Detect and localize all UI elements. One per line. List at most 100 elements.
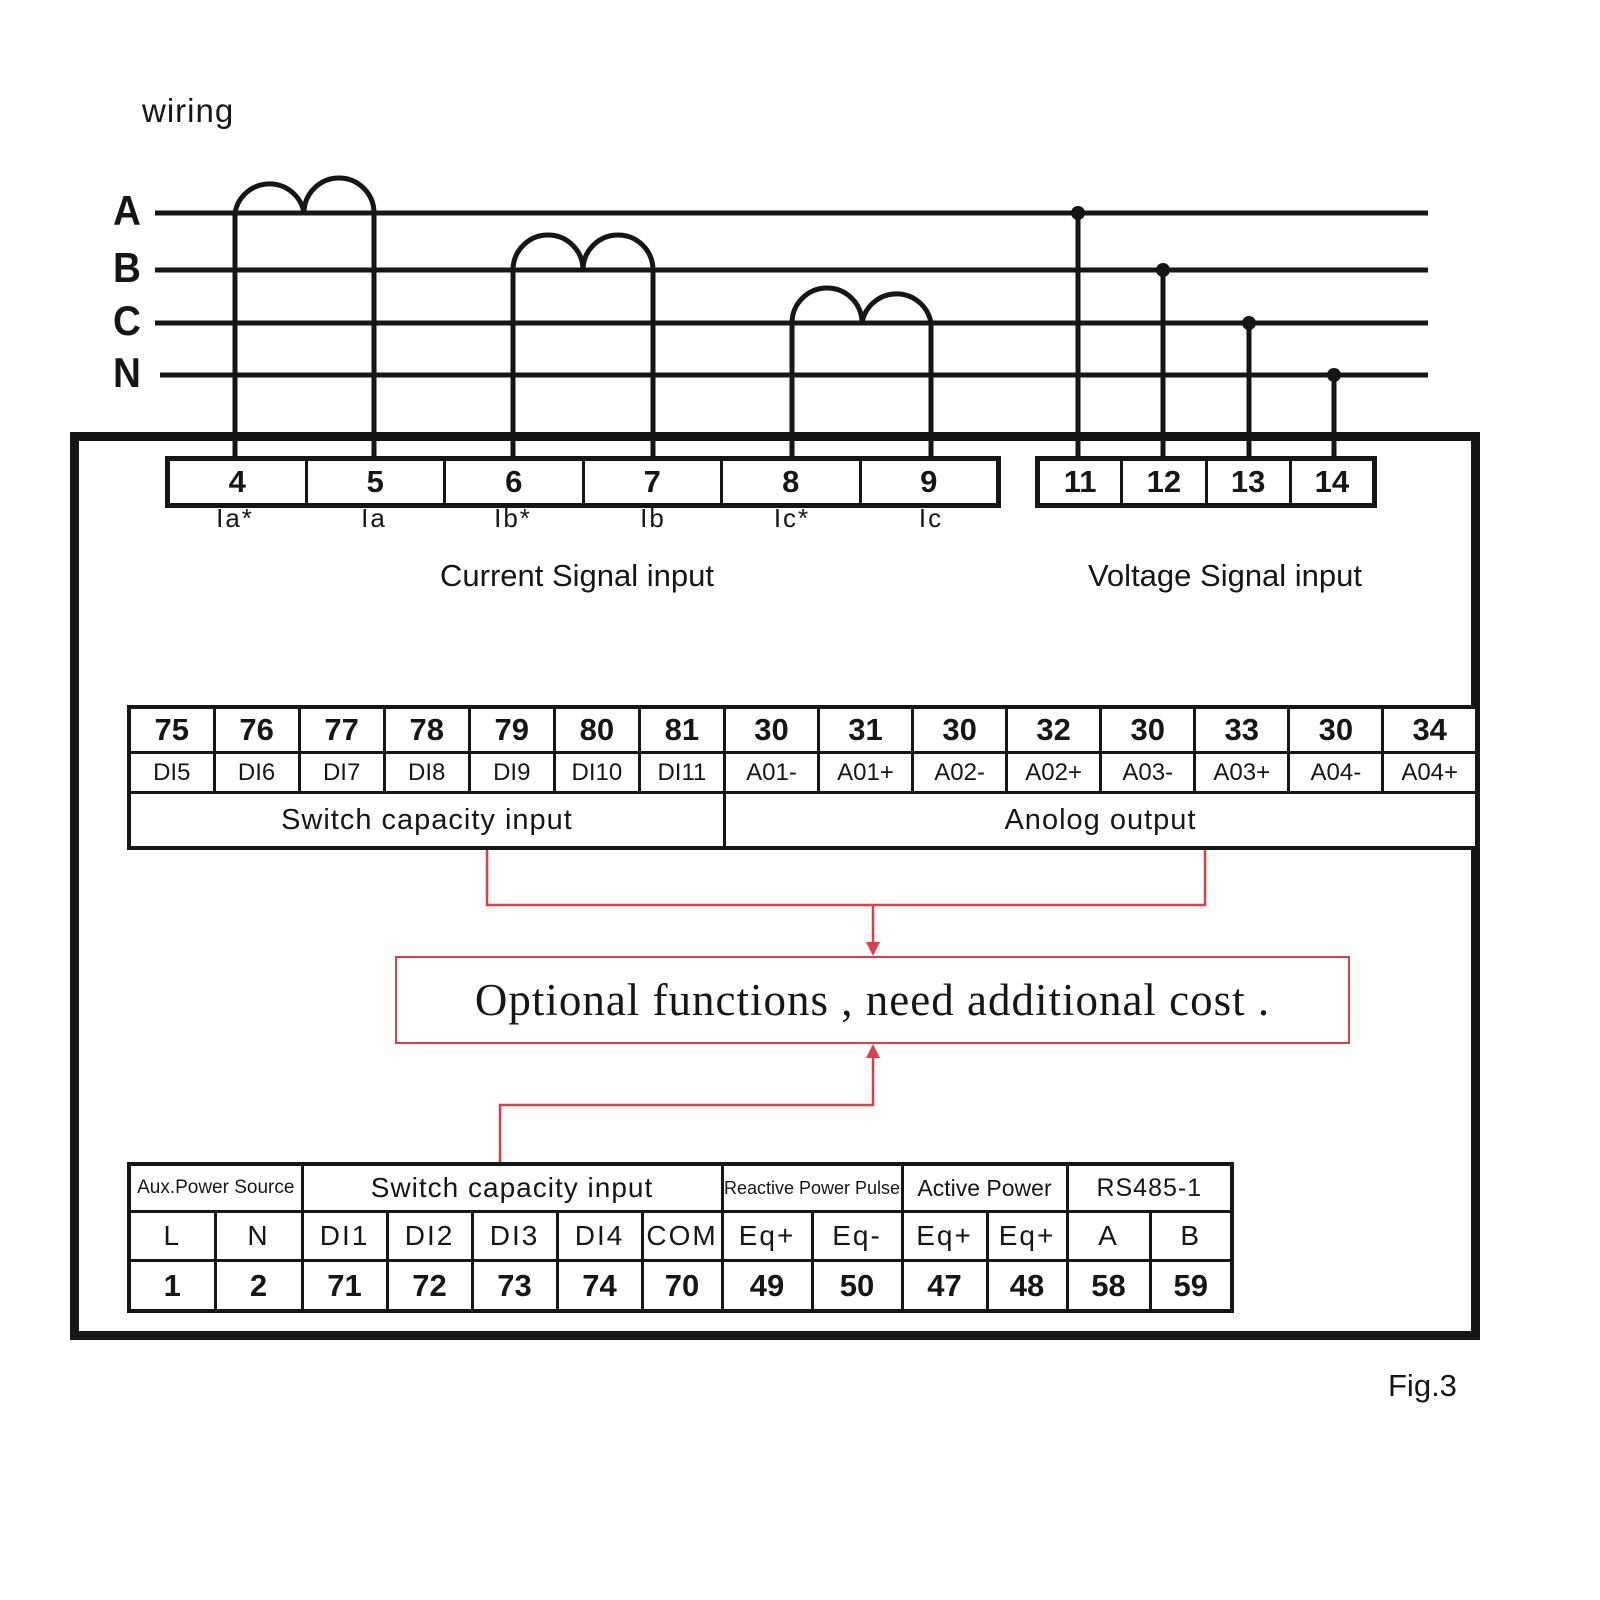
signal-cell: COM [640,1210,724,1262]
group-label-switch-input: Switch capacity input [127,791,726,850]
signal-cell: DI11 [637,751,726,794]
terminal-cell: 31 [816,705,915,754]
terminal-cell: 14 [1288,457,1377,507]
terminal-cell: 30 [911,705,1009,754]
terminal-cell: 73 [470,1259,559,1313]
phase-label-a: A [113,187,141,234]
signal-label-ia-star: Ia* [216,503,254,533]
terminal-cell: 12 [1120,457,1208,507]
signal-cell: DI8 [382,751,471,794]
signal-label-ia: Ia [361,503,387,533]
figure-label: Fig.3 [1388,1368,1457,1403]
terminal-cell: 75 [127,705,216,754]
terminal-cell: 59 [1148,1259,1234,1313]
signal-cell: A03+ [1193,751,1291,794]
terminal-cell: 30 [1287,705,1385,754]
terminal-cell: 49 [720,1259,814,1313]
optional-functions-note: Optional functions , need additional cos… [395,956,1350,1044]
signal-cell: A04- [1287,751,1385,794]
signal-cell: A03- [1099,751,1197,794]
diagram-title: wiring [142,92,235,129]
group-label-aux-power: Aux.Power Source [127,1162,304,1213]
signal-cell: B [1148,1210,1234,1262]
ct-loop-b [510,232,656,271]
terminal-cell: 79 [467,705,556,754]
connector-optional-top [485,848,1207,907]
signal-cell: DI9 [467,751,556,794]
terminal-cell: 72 [385,1259,474,1313]
signal-cell: Eq+ [720,1210,814,1262]
signal-cell: A02- [911,751,1009,794]
signal-cell: A01+ [816,751,915,794]
signal-cell: N [213,1210,304,1262]
signal-cell: A [1065,1210,1152,1262]
terminal-cell: 13 [1204,457,1292,507]
signal-label-ib-star: Ib* [494,503,532,533]
current-input-caption: Current Signal input [440,558,714,593]
group-label-switch-input-2: Switch capacity input [300,1162,724,1213]
terminal-cell: 80 [552,705,641,754]
group-label-analog-output: Anolog output [722,791,1479,850]
terminal-cell: 77 [297,705,386,754]
signal-cell: DI6 [212,751,301,794]
signal-label-ic: Ic [918,503,944,533]
terminal-cell: 11 [1035,457,1124,507]
terminal-cell: 32 [1005,705,1103,754]
signal-cell: DI7 [297,751,386,794]
signal-cell: DI10 [552,751,641,794]
signal-cell: A04+ [1381,751,1479,794]
signal-cell: A01- [722,751,821,794]
signal-cell: DI5 [127,751,216,794]
terminal-cell: 48 [985,1259,1069,1313]
terminal-cell: 76 [212,705,301,754]
signal-cell: Eq+ [985,1210,1069,1262]
terminal-cell: 81 [637,705,726,754]
terminal-cell: 30 [722,705,821,754]
terminal-cell: 74 [555,1259,644,1313]
terminal-cell: 78 [382,705,471,754]
terminal-cell: 50 [810,1259,904,1313]
signal-label-ic-star: Ic* [773,503,811,533]
current-terminal-strip: 4 5 6 7 8 9 [165,456,1001,508]
terminal-cell: 71 [300,1259,389,1313]
phase-label-n: N [113,349,141,396]
terminal-cell: 34 [1381,705,1479,754]
signal-label-ib: Ib [640,503,666,533]
signal-cell: DI3 [470,1210,559,1262]
voltage-input-caption: Voltage Signal input [1087,558,1363,593]
terminal-cell: 33 [1193,705,1291,754]
arrow-down-icon [866,942,880,956]
ct-loop-a [232,175,377,214]
terminal-cell: 8 [720,457,862,507]
phase-label-c: C [113,297,141,344]
terminal-cell: 58 [1065,1259,1152,1313]
terminal-cell: 5 [304,457,446,507]
terminal-cell: 47 [900,1259,989,1313]
terminal-cell: 1 [127,1259,217,1313]
terminal-cell: 30 [1099,705,1197,754]
phase-label-b: B [113,244,141,291]
signal-cell: A02+ [1005,751,1103,794]
terminal-cell: 2 [213,1259,304,1313]
connector-optional-bottom [498,1050,875,1162]
signal-cell: Eq+ [900,1210,989,1262]
terminal-cell: 6 [443,457,585,507]
bottom-terminal-block: Aux.Power Source Switch capacity input R… [127,1162,1235,1313]
terminal-cell: 4 [166,457,308,507]
group-label-active-power: Active Power [900,1162,1069,1213]
voltage-terminal-strip: 11 12 13 14 [1035,456,1377,508]
group-label-reactive-pulse: Reactive Power Pulse [720,1162,904,1213]
signal-cell: Eq- [810,1210,904,1262]
middle-terminal-block: 75 76 77 78 79 80 81 30 31 30 32 30 33 3… [127,705,1479,850]
signal-cell: L [127,1210,217,1262]
meter-outline-box [70,432,1480,1340]
signal-cell: DI2 [385,1210,474,1262]
group-label-rs485: RS485-1 [1065,1162,1234,1213]
terminal-cell: 70 [640,1259,724,1313]
signal-cell: DI4 [555,1210,644,1262]
signal-cell: DI1 [300,1210,389,1262]
arrow-up-icon [866,1044,880,1058]
ct-loop-c [789,285,934,324]
